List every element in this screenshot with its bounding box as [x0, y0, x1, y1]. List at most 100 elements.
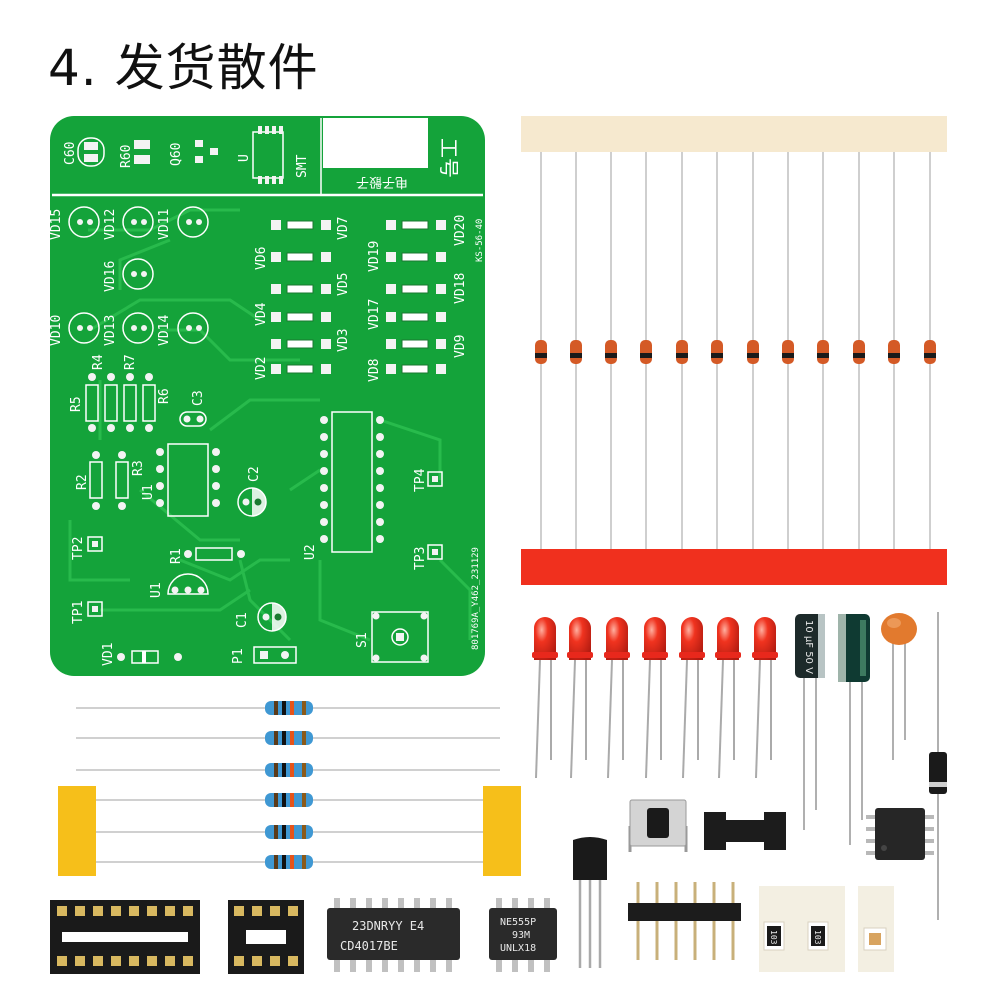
u-smt-footprint — [252, 126, 284, 184]
ceramic-capacitor — [881, 613, 917, 760]
label-u: U — [237, 154, 252, 162]
label-r7: R7 — [123, 354, 138, 370]
label-model: 工号 — [437, 138, 461, 178]
label-u2: U2 — [303, 544, 318, 560]
label-c2: C2 — [247, 466, 262, 482]
pcb-board: C60 R60 Q60 U SMT 电子骰子 工号 — [49, 116, 485, 676]
smd-code-2: 103 — [813, 930, 822, 945]
resistor-footprints-top — [85, 384, 156, 422]
label-vd7: VD7 — [336, 217, 351, 240]
dip16-socket — [50, 900, 200, 974]
page-title: 4. 发货散件 — [48, 39, 319, 97]
u1-dip8-footprint — [156, 443, 220, 517]
label-r3: R3 — [131, 460, 146, 476]
label-r1: R1 — [169, 548, 184, 564]
smd-code-1: 103 — [769, 930, 778, 945]
label-code: KS-56-40 — [475, 219, 485, 262]
q60-footprint — [195, 140, 218, 163]
tp4-pad — [427, 471, 443, 487]
label-c60: C60 — [63, 142, 78, 165]
label-brand: 电子骰子 — [356, 174, 408, 189]
label-r60: R60 — [119, 145, 134, 168]
c1-footprint — [257, 602, 287, 632]
label-vd6: VD6 — [254, 247, 269, 270]
label-vd14: VD14 — [157, 315, 172, 346]
label-vd15: VD15 — [49, 209, 64, 240]
vd1-footprint — [117, 650, 182, 664]
label-vd2: VD2 — [254, 357, 269, 380]
label-tp1: TP1 — [71, 601, 86, 624]
label-vd20: VD20 — [453, 215, 468, 246]
smd-resistor-tape: 103 103 — [759, 886, 894, 972]
jumper-block — [704, 812, 786, 850]
label-vd17: VD17 — [367, 299, 382, 330]
ne555-mid-marking: 93M — [512, 930, 530, 941]
to92-transistor — [573, 837, 607, 968]
label-r4: R4 — [91, 354, 106, 370]
dip8-socket — [228, 900, 304, 974]
r1-footprint — [184, 547, 245, 561]
ne555-bottom-marking: UNLX18 — [500, 943, 536, 954]
label-tp3: TP3 — [413, 547, 428, 570]
label-p1: P1 — [231, 648, 246, 664]
capacitor-marking: 10 μF 50 V — [803, 620, 814, 674]
label-vd19: VD19 — [367, 241, 382, 272]
label-tp4: TP4 — [413, 468, 428, 492]
red-leds — [532, 617, 778, 779]
c60-footprint — [77, 137, 105, 167]
loose-diode — [929, 612, 947, 920]
label-vd11: VD11 — [157, 209, 172, 240]
diode-tape-strip — [521, 116, 947, 585]
label-tp2: TP2 — [71, 537, 86, 560]
c3-footprint — [179, 411, 207, 427]
label-u1-dip: U1 — [141, 484, 156, 500]
tp3-pad — [427, 544, 443, 560]
s1-footprint — [371, 611, 429, 663]
glass-diodes — [535, 340, 936, 364]
label-r5: R5 — [69, 396, 84, 412]
label-q60: Q60 — [169, 143, 184, 166]
tp1-pad — [87, 601, 103, 617]
label-c3: C3 — [191, 390, 206, 406]
label-vd4: VD4 — [254, 302, 269, 326]
marking-box — [323, 118, 428, 168]
led-footprint-grid — [68, 206, 209, 344]
tp2-pad — [87, 536, 103, 552]
u1-to92-footprint — [167, 573, 209, 595]
label-r2: R2 — [75, 474, 90, 490]
pin-header — [628, 882, 741, 960]
label-vd5: VD5 — [336, 273, 351, 296]
label-vd8: VD8 — [367, 359, 382, 382]
label-r6: R6 — [157, 388, 172, 404]
smd-led-pads-mid — [271, 220, 331, 374]
label-vd10: VD10 — [49, 315, 64, 346]
label-board-id: 801769A_Y462_231129 — [471, 547, 481, 650]
cd4017-top-marking: 23DNRYY E4 — [352, 919, 424, 933]
ne555-top-marking: NE555P — [500, 917, 536, 928]
p1-footprint — [253, 646, 297, 664]
soic8-chip — [866, 808, 934, 860]
tact-switch — [628, 799, 688, 852]
resistor-tape — [58, 701, 521, 876]
ne555-chip: NE555P 93M UNLX18 — [489, 898, 557, 972]
label-s1: S1 — [355, 632, 370, 648]
label-vd16: VD16 — [103, 261, 118, 292]
u2-dip16-footprint — [320, 411, 384, 553]
capacitor-green — [838, 614, 870, 682]
label-c1: C1 — [235, 612, 250, 628]
label-vd18: VD18 — [453, 273, 468, 304]
r60-footprint — [134, 140, 150, 164]
label-vd1: VD1 — [101, 643, 116, 666]
cd4017-bottom-marking: CD4017BE — [340, 939, 398, 953]
capacitor-black: 10 μF 50 V — [795, 614, 825, 678]
cd4017-chip: 23DNRYY E4 CD4017BE — [327, 898, 460, 972]
label-vd3: VD3 — [336, 329, 351, 352]
label-u1-to92: U1 — [149, 582, 164, 598]
label-vd13: VD13 — [103, 315, 118, 346]
c2-footprint — [237, 487, 267, 517]
smd-led-pads-right — [386, 220, 446, 374]
label-vd12: VD12 — [103, 209, 118, 240]
resistors — [265, 701, 313, 869]
electrolytic-capacitors: 10 μF 50 V — [795, 614, 870, 845]
